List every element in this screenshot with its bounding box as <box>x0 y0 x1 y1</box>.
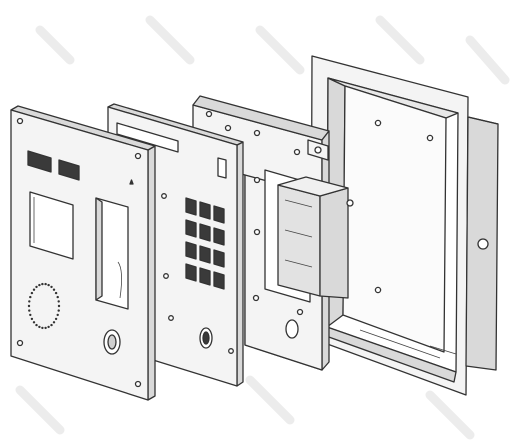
keypad-key <box>213 205 225 224</box>
speaker-hole <box>27 304 31 308</box>
mounting-frame <box>192 95 354 371</box>
keypad-key <box>213 271 225 290</box>
speaker-hole <box>57 309 60 312</box>
front-panel <box>10 105 156 401</box>
speaker-hole <box>50 285 53 289</box>
speaker-hole <box>41 282 44 286</box>
speaker-hole <box>38 325 41 329</box>
speaker-hole <box>54 317 58 321</box>
speaker-hole <box>28 300 31 303</box>
watermark <box>15 15 510 440</box>
flush-mount-box <box>310 55 499 396</box>
speaker-hole <box>56 313 59 317</box>
speaker-grille <box>27 282 61 330</box>
keypad-key <box>199 245 211 264</box>
speaker-hole <box>57 300 60 303</box>
speaker-hole <box>50 323 53 327</box>
speaker-hole <box>41 326 44 330</box>
speaker-hole <box>52 288 56 291</box>
speaker-hole <box>28 309 31 312</box>
keypad-key <box>213 227 225 246</box>
speaker-hole <box>57 304 61 308</box>
speaker-hole <box>56 295 59 299</box>
speaker-hole <box>32 321 36 324</box>
keypad-key <box>199 267 211 286</box>
speaker-hole <box>29 313 32 317</box>
speaker-hole <box>30 291 34 295</box>
speaker-hole <box>44 326 47 330</box>
keypad-key <box>185 219 197 238</box>
speaker-hole <box>35 323 38 327</box>
keypad-key <box>199 223 211 242</box>
speaker-hole <box>47 283 50 287</box>
speaker-hole <box>29 295 32 299</box>
keypad-key <box>185 241 197 260</box>
keypad-key <box>185 197 197 216</box>
speaker-hole <box>47 325 50 329</box>
speaker-hole <box>52 321 56 324</box>
speaker-hole <box>32 288 36 291</box>
speaker-hole <box>54 291 58 295</box>
speaker-hole <box>38 283 41 287</box>
speaker-hole <box>35 285 38 289</box>
speaker-hole <box>44 282 47 286</box>
keypad-keys <box>185 197 225 290</box>
keypad-key <box>185 263 197 282</box>
keypad-key <box>213 249 225 268</box>
speaker-hole <box>30 317 34 321</box>
keypad-key <box>199 201 211 220</box>
